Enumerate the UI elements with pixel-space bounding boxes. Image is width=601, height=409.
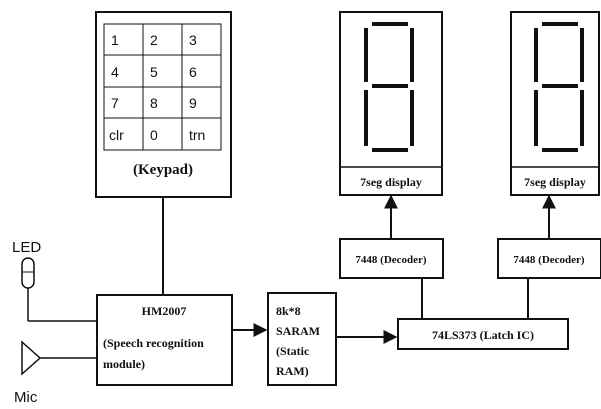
key-7: 7 <box>111 95 119 111</box>
hm2007-block: HM2007 (Speech recognition module) <box>96 294 233 386</box>
sram-line-3: (Static <box>276 344 310 358</box>
sram-line-2: SARAM <box>276 324 320 338</box>
mic-icon <box>21 340 42 376</box>
decoder-2-box <box>497 238 601 279</box>
key-5: 5 <box>150 64 158 80</box>
decoder-1-label: 7448 (Decoder) <box>355 254 427 266</box>
decoder-1-block: 7448 (Decoder) <box>339 238 444 279</box>
display-1-label: 7seg display <box>360 175 422 189</box>
display-2-box <box>510 11 600 196</box>
decoder-2-block: 7448 (Decoder) <box>497 238 601 279</box>
hm2007-desc-1: (Speech recognition <box>103 336 204 350</box>
sram-line-4: RAM) <box>276 364 309 378</box>
latch-block: 74LS373 (Latch IC) <box>397 318 569 350</box>
latch-box <box>397 318 569 350</box>
key-trn: trn <box>189 127 205 143</box>
keypad-label: (Keypad) <box>133 162 193 178</box>
sram-block: 8k*8 SARAM (Static RAM) <box>267 292 337 386</box>
hm2007-box <box>96 294 233 386</box>
key-8: 8 <box>150 95 158 111</box>
latch-label: 74LS373 (Latch IC) <box>432 328 534 342</box>
display-2-block: 7seg display <box>510 11 600 196</box>
hm2007-desc-2: module) <box>103 357 145 371</box>
display-2-seven-segment-digit <box>534 22 584 152</box>
hm2007-title: HM2007 <box>142 304 187 318</box>
mic-label: Mic <box>14 389 38 406</box>
sram-line-1: 8k*8 <box>276 304 301 318</box>
led-block: LED <box>12 239 97 322</box>
key-9: 9 <box>189 95 197 111</box>
led-icon <box>21 257 35 289</box>
display-1-block: 7seg display <box>339 11 443 196</box>
key-2: 2 <box>150 32 158 48</box>
key-6: 6 <box>189 64 197 80</box>
display-2-label: 7seg display <box>524 175 586 189</box>
mic-block: Mic <box>14 340 97 406</box>
key-4: 4 <box>111 64 119 80</box>
key-1: 1 <box>111 32 119 48</box>
sram-box <box>267 292 337 386</box>
display-1-box <box>339 11 443 196</box>
display-1-seven-segment-digit <box>364 22 414 152</box>
key-0: 0 <box>150 127 158 143</box>
led-label: LED <box>12 239 41 256</box>
decoder-2-label: 7448 (Decoder) <box>513 254 585 266</box>
key-clr: clr <box>109 127 124 143</box>
key-3: 3 <box>189 32 197 48</box>
keypad-box <box>95 11 232 198</box>
keypad-block: 1 2 3 4 5 6 7 8 9 clr 0 trn (Keypad) <box>95 11 232 198</box>
